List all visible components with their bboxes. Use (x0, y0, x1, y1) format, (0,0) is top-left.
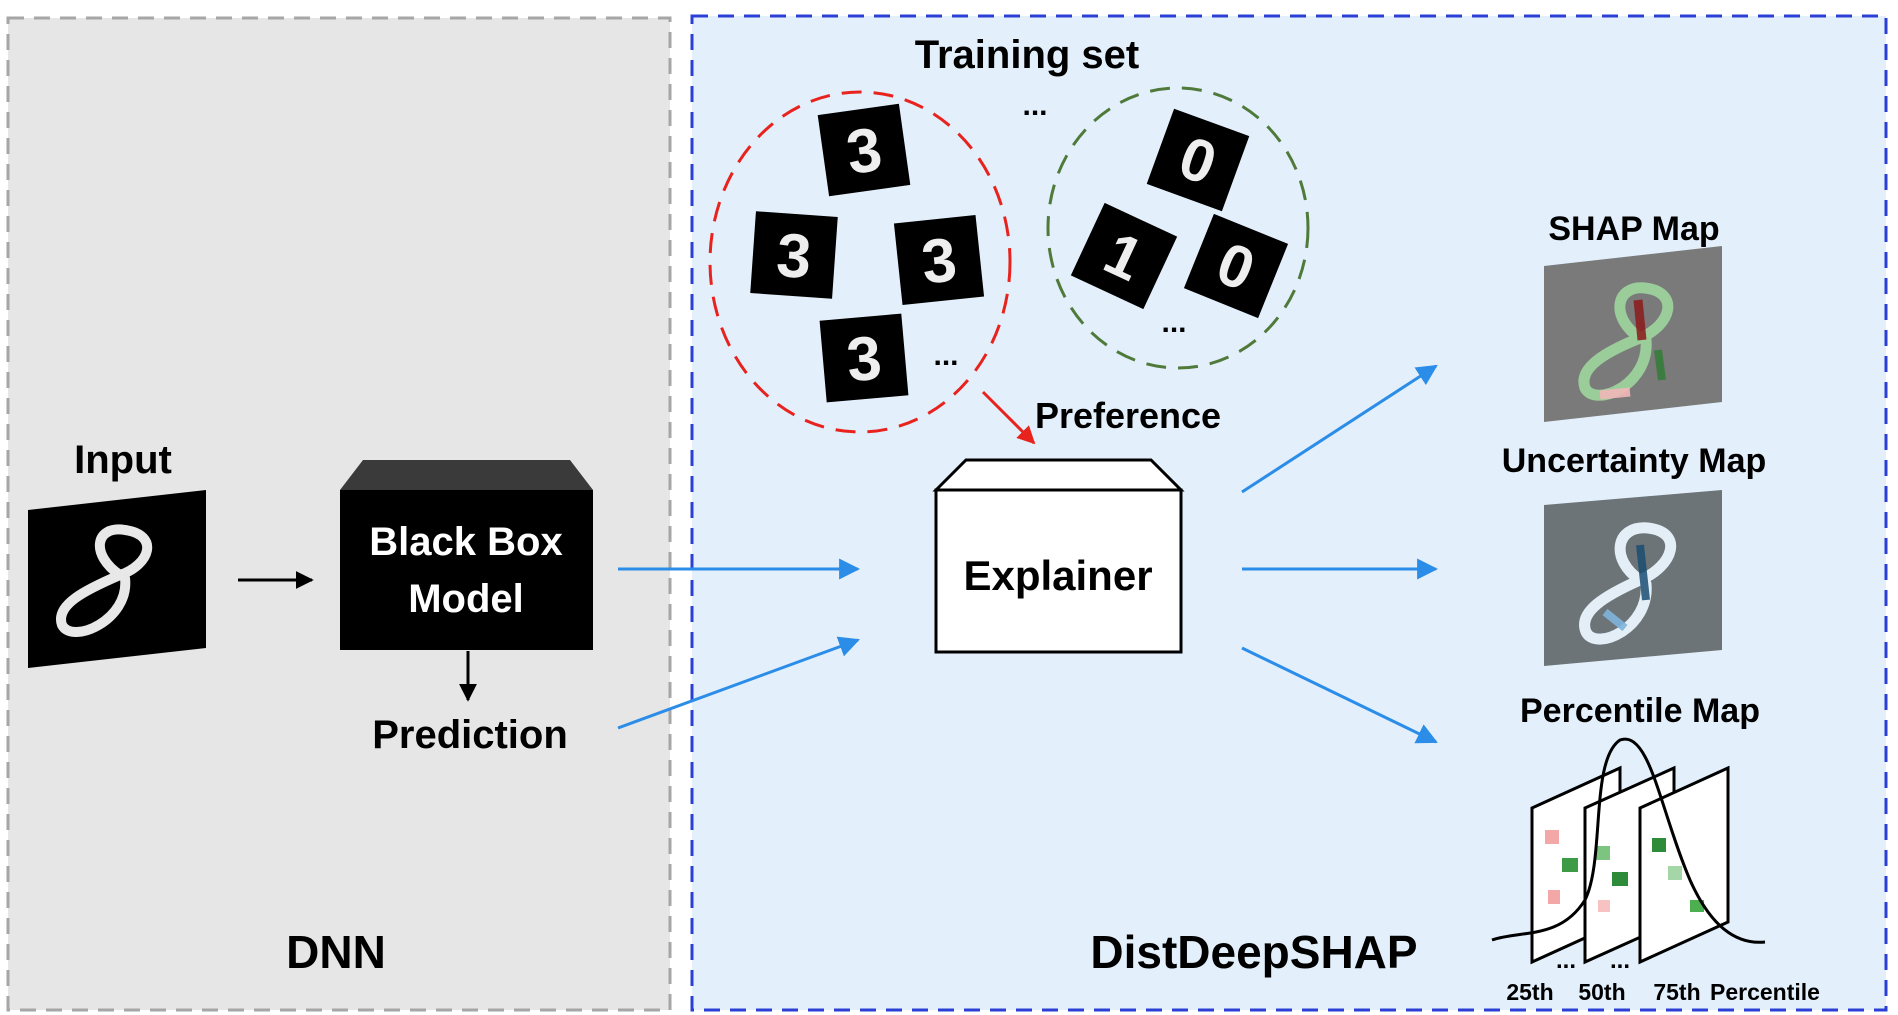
green-group-ellipsis: ... (1161, 306, 1186, 339)
red-group-digit-4: 3 (819, 313, 909, 403)
explainer-to-shap-arrow (1241, 364, 1438, 494)
explainer-to-percentile-arrow (1241, 646, 1438, 744)
green-group-digit-2: 1 (1070, 202, 1178, 310)
percentile-tick-25th: 25th (1506, 979, 1553, 1005)
prediction-to-explainer-arrow (617, 636, 860, 730)
red-group-digit-4-glyph: 3 (844, 324, 884, 396)
red-group-digit-2: 3 (750, 211, 838, 299)
prediction-label: Prediction (372, 713, 568, 757)
black-box-label-line1: Black Box (369, 520, 562, 564)
percentile-ellipsis-a: ... (1556, 947, 1576, 974)
percentile-panels (1530, 765, 1730, 965)
red-group-digit-2-glyph: 3 (774, 221, 813, 292)
input-label: Input (74, 438, 172, 482)
percentile-distribution-curve (1491, 737, 1766, 944)
explainer-box (932, 458, 1185, 654)
black-box-label-line2: Model (408, 577, 524, 621)
black-box-model (340, 460, 593, 650)
preference-arrow (981, 390, 1036, 445)
training-set-label: Training set (915, 33, 1140, 77)
shap-map-label: SHAP Map (1548, 210, 1719, 248)
uncertainty-map-label: Uncertainty Map (1502, 442, 1767, 480)
red-group-digit-3-glyph: 3 (918, 225, 960, 297)
percentile-map-label: Percentile Map (1520, 692, 1760, 730)
distdeepshap-panel-label: DistDeepSHAP (1090, 926, 1417, 978)
green-group-circle (1046, 86, 1310, 370)
red-group-digit-3: 3 (893, 214, 985, 306)
red-group-digit-1: 3 (817, 103, 911, 197)
explainer-label: Explainer (963, 552, 1152, 599)
between-groups-ellipsis: ... (1022, 89, 1047, 122)
preference-label: Preference (1035, 395, 1221, 436)
percentile-tick-50th: 50th (1578, 979, 1625, 1005)
shap-map-image (1544, 246, 1722, 422)
red-group-ellipsis: ... (933, 339, 958, 372)
green-group-digit-3: 0 (1183, 213, 1289, 319)
input-digit-image (28, 490, 206, 668)
dnn-panel-label: DNN (286, 926, 386, 978)
percentile-ellipsis-b: ... (1610, 947, 1630, 974)
uncertainty-map-image (1544, 490, 1722, 666)
percentile-axis-label: Percentile (1710, 979, 1820, 1005)
green-group-digit-1: 0 (1146, 108, 1250, 212)
percentile-tick-75th: 75th (1653, 979, 1700, 1005)
red-group-circle (708, 90, 1012, 434)
